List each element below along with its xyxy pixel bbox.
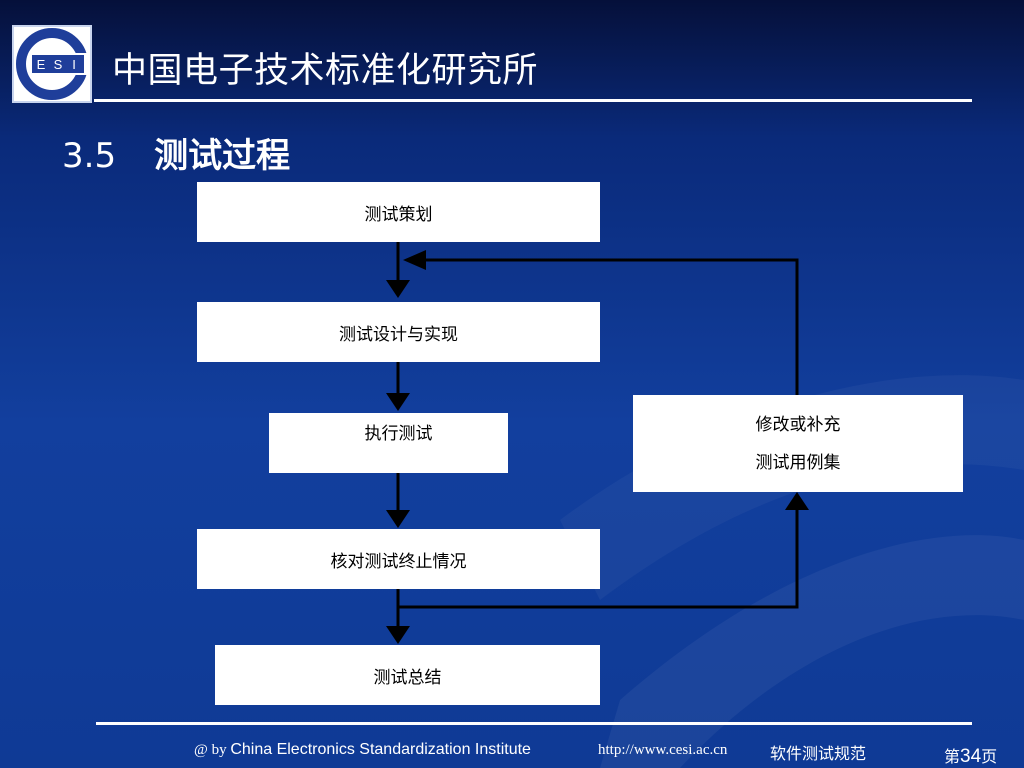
logo-letter-e: E (37, 57, 46, 72)
step-test-summary: 测试总结 (215, 645, 600, 705)
step-check-termination: 核对测试终止情况 (197, 529, 600, 589)
step-label: 核对测试终止情况 (330, 551, 467, 572)
connector-check-to-revise (396, 508, 799, 609)
side-box-line-1: 修改或补充 (755, 414, 841, 435)
step-label: 测试总结 (373, 667, 442, 688)
page-suffix: 页 (981, 747, 998, 766)
arrowhead-left-loop (403, 250, 426, 270)
section-title-text: 测试过程 (154, 136, 291, 176)
arrowhead-up-revise (785, 492, 809, 510)
organization-title: 中国电子技术标准化研究所 (112, 51, 539, 91)
step-execute-test: 执行测试 (269, 413, 508, 473)
page-number-value: 34 (960, 746, 982, 767)
step-test-planning: 测试策划 (197, 182, 600, 242)
connector-revise-to-loop (424, 258, 799, 395)
arrowhead-down-3 (386, 510, 410, 528)
step-test-design: 测试设计与实现 (197, 302, 600, 362)
institute-name: China Electronics Standardization Instit… (230, 741, 531, 758)
step-label: 执行测试 (364, 423, 433, 444)
step-revise-test-cases: 修改或补充 测试用例集 (633, 395, 963, 492)
section-number: 3.5 (62, 136, 117, 176)
credit-prefix: @ by (194, 742, 227, 758)
footer-credit: @ by China Electronics Standardization I… (194, 741, 531, 759)
footer-divider (96, 722, 972, 725)
section-heading: 3.5 测试过程 (62, 128, 290, 176)
logo-letter-i: I (72, 57, 76, 72)
step-label: 测试策划 (364, 204, 433, 225)
page-number: 第34页 (944, 743, 997, 768)
footer-url[interactable]: http://www.cesi.ac.cn (598, 742, 728, 758)
cesi-logo: E S I (12, 25, 92, 103)
page-prefix: 第 (944, 747, 961, 766)
logo-letter-s: S (54, 57, 63, 72)
header-divider (94, 99, 972, 102)
arrowhead-down-1 (386, 280, 410, 298)
side-box-line-2: 测试用例集 (755, 452, 841, 473)
arrowhead-down-4 (386, 626, 410, 644)
step-label: 测试设计与实现 (339, 324, 458, 345)
cesi-logo-mark: E S I (16, 28, 90, 100)
arrowhead-down-2 (386, 393, 410, 411)
footer-course-title: 软件测试规范 (770, 744, 867, 763)
